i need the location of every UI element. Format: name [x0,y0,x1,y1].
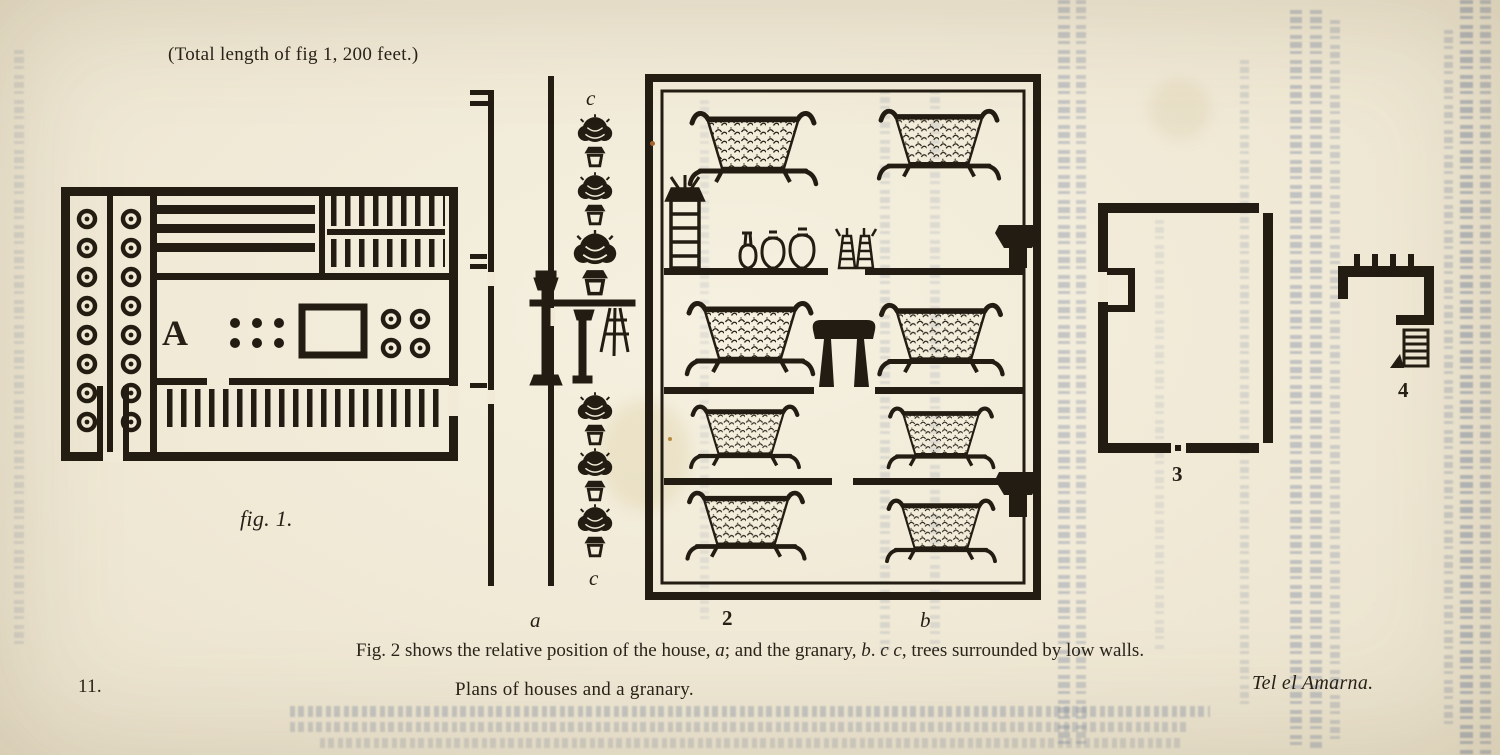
fig3-door-gaps [1098,272,1186,453]
grain-mound [688,493,805,558]
ghost-text-row [290,706,1210,717]
caption-label-cc: c c [880,640,902,661]
tower-structure [664,175,706,270]
fig1-column-cells [377,305,435,363]
ghost-text-column [1076,0,1086,750]
caption-text: ; and the granary, [724,640,862,661]
fig3-walls [1098,203,1273,453]
ghost-text-column [1058,0,1070,750]
fig1-bottom-comb [163,389,441,427]
jars [738,227,878,270]
avenue-and-trees [470,76,636,586]
caption-text: , trees surrounded by low walls. [901,640,1145,661]
tree [576,112,614,168]
page-number: 11. [78,676,102,697]
ghost-text-column [1444,30,1453,730]
fig2-inner-wall [660,89,1026,585]
tree [576,446,614,502]
caption-text: Fig. 2 shows the relative position of th… [355,640,716,661]
fig4-ladder [1402,328,1430,368]
avenue-label-a: a [530,608,541,632]
fig4-house-plan [1338,254,1434,368]
fig2-outer-wall [645,74,1041,600]
fig1-house-plan [61,187,459,462]
fig3-number: 3 [1172,462,1183,486]
fig1-caption: fig. 1. [240,506,293,531]
ghost-text-column [1330,20,1340,740]
tree [576,390,614,446]
caption-label-a: a [715,640,725,661]
gate-structure [812,320,876,387]
grain-mound [879,111,999,178]
fig4-number: 4 [1398,378,1409,402]
avenue-wall-gaps [487,272,555,404]
footer-caption: Plans of houses and a granary. [455,679,694,700]
fig4-walls [1338,254,1434,325]
tree [571,228,619,296]
fig1-door-gaps [103,386,459,462]
fig1-court [298,303,368,359]
caption-label-b: b [861,640,871,661]
ghost-text-column [1290,10,1302,745]
tree [576,502,614,558]
fig1-cell-comb [327,239,445,267]
fig3-house-plan [1098,203,1273,453]
caption-text: . [870,640,881,661]
ghost-text-column [14,50,24,650]
paper-stain [1150,80,1210,140]
ghost-text-column [1310,10,1322,750]
fig1-outer-walls [61,187,458,461]
porch-columns [529,270,636,386]
fig1-room-label: A [162,313,189,353]
fig3-threshold-mark [1175,445,1181,451]
top-caption: (Total length of fig 1, 200 feet.) [168,44,419,65]
fig2-granary-plan [645,74,1041,600]
fig4-triangle-mark [1390,354,1404,368]
tree-label-c-top: c [586,86,596,110]
fig2-label-b: b [920,608,931,632]
fig1-column-row [117,205,146,437]
fig1-column-dots [230,318,284,348]
fig2-number: 2 [722,606,733,630]
fig1-cell-comb [327,196,445,226]
grain-mound [690,113,816,184]
grain-mound [687,303,813,374]
grain-mound [691,407,799,467]
fig1-corridors [157,196,325,280]
grain-bundles [834,228,878,270]
pylon-ornament [995,472,1041,517]
grain-mound [887,501,995,561]
ghost-text-row [320,738,1180,748]
grain-mound [889,409,994,468]
pylon-ornament [995,225,1041,268]
fig3-inner-room [1107,268,1135,312]
figure-2-caption: Fig. 2 shows the relative position of th… [0,640,1500,662]
grain-mound [880,305,1003,374]
fig2-dividers [664,268,1023,485]
ghost-text-row [290,722,1190,732]
footer-source: Tel el Amarna. [1252,672,1374,694]
hanging-garland [599,307,630,357]
tree-label-c-bottom: c [589,566,599,590]
avenue-walls [470,76,554,586]
tree [576,170,614,226]
